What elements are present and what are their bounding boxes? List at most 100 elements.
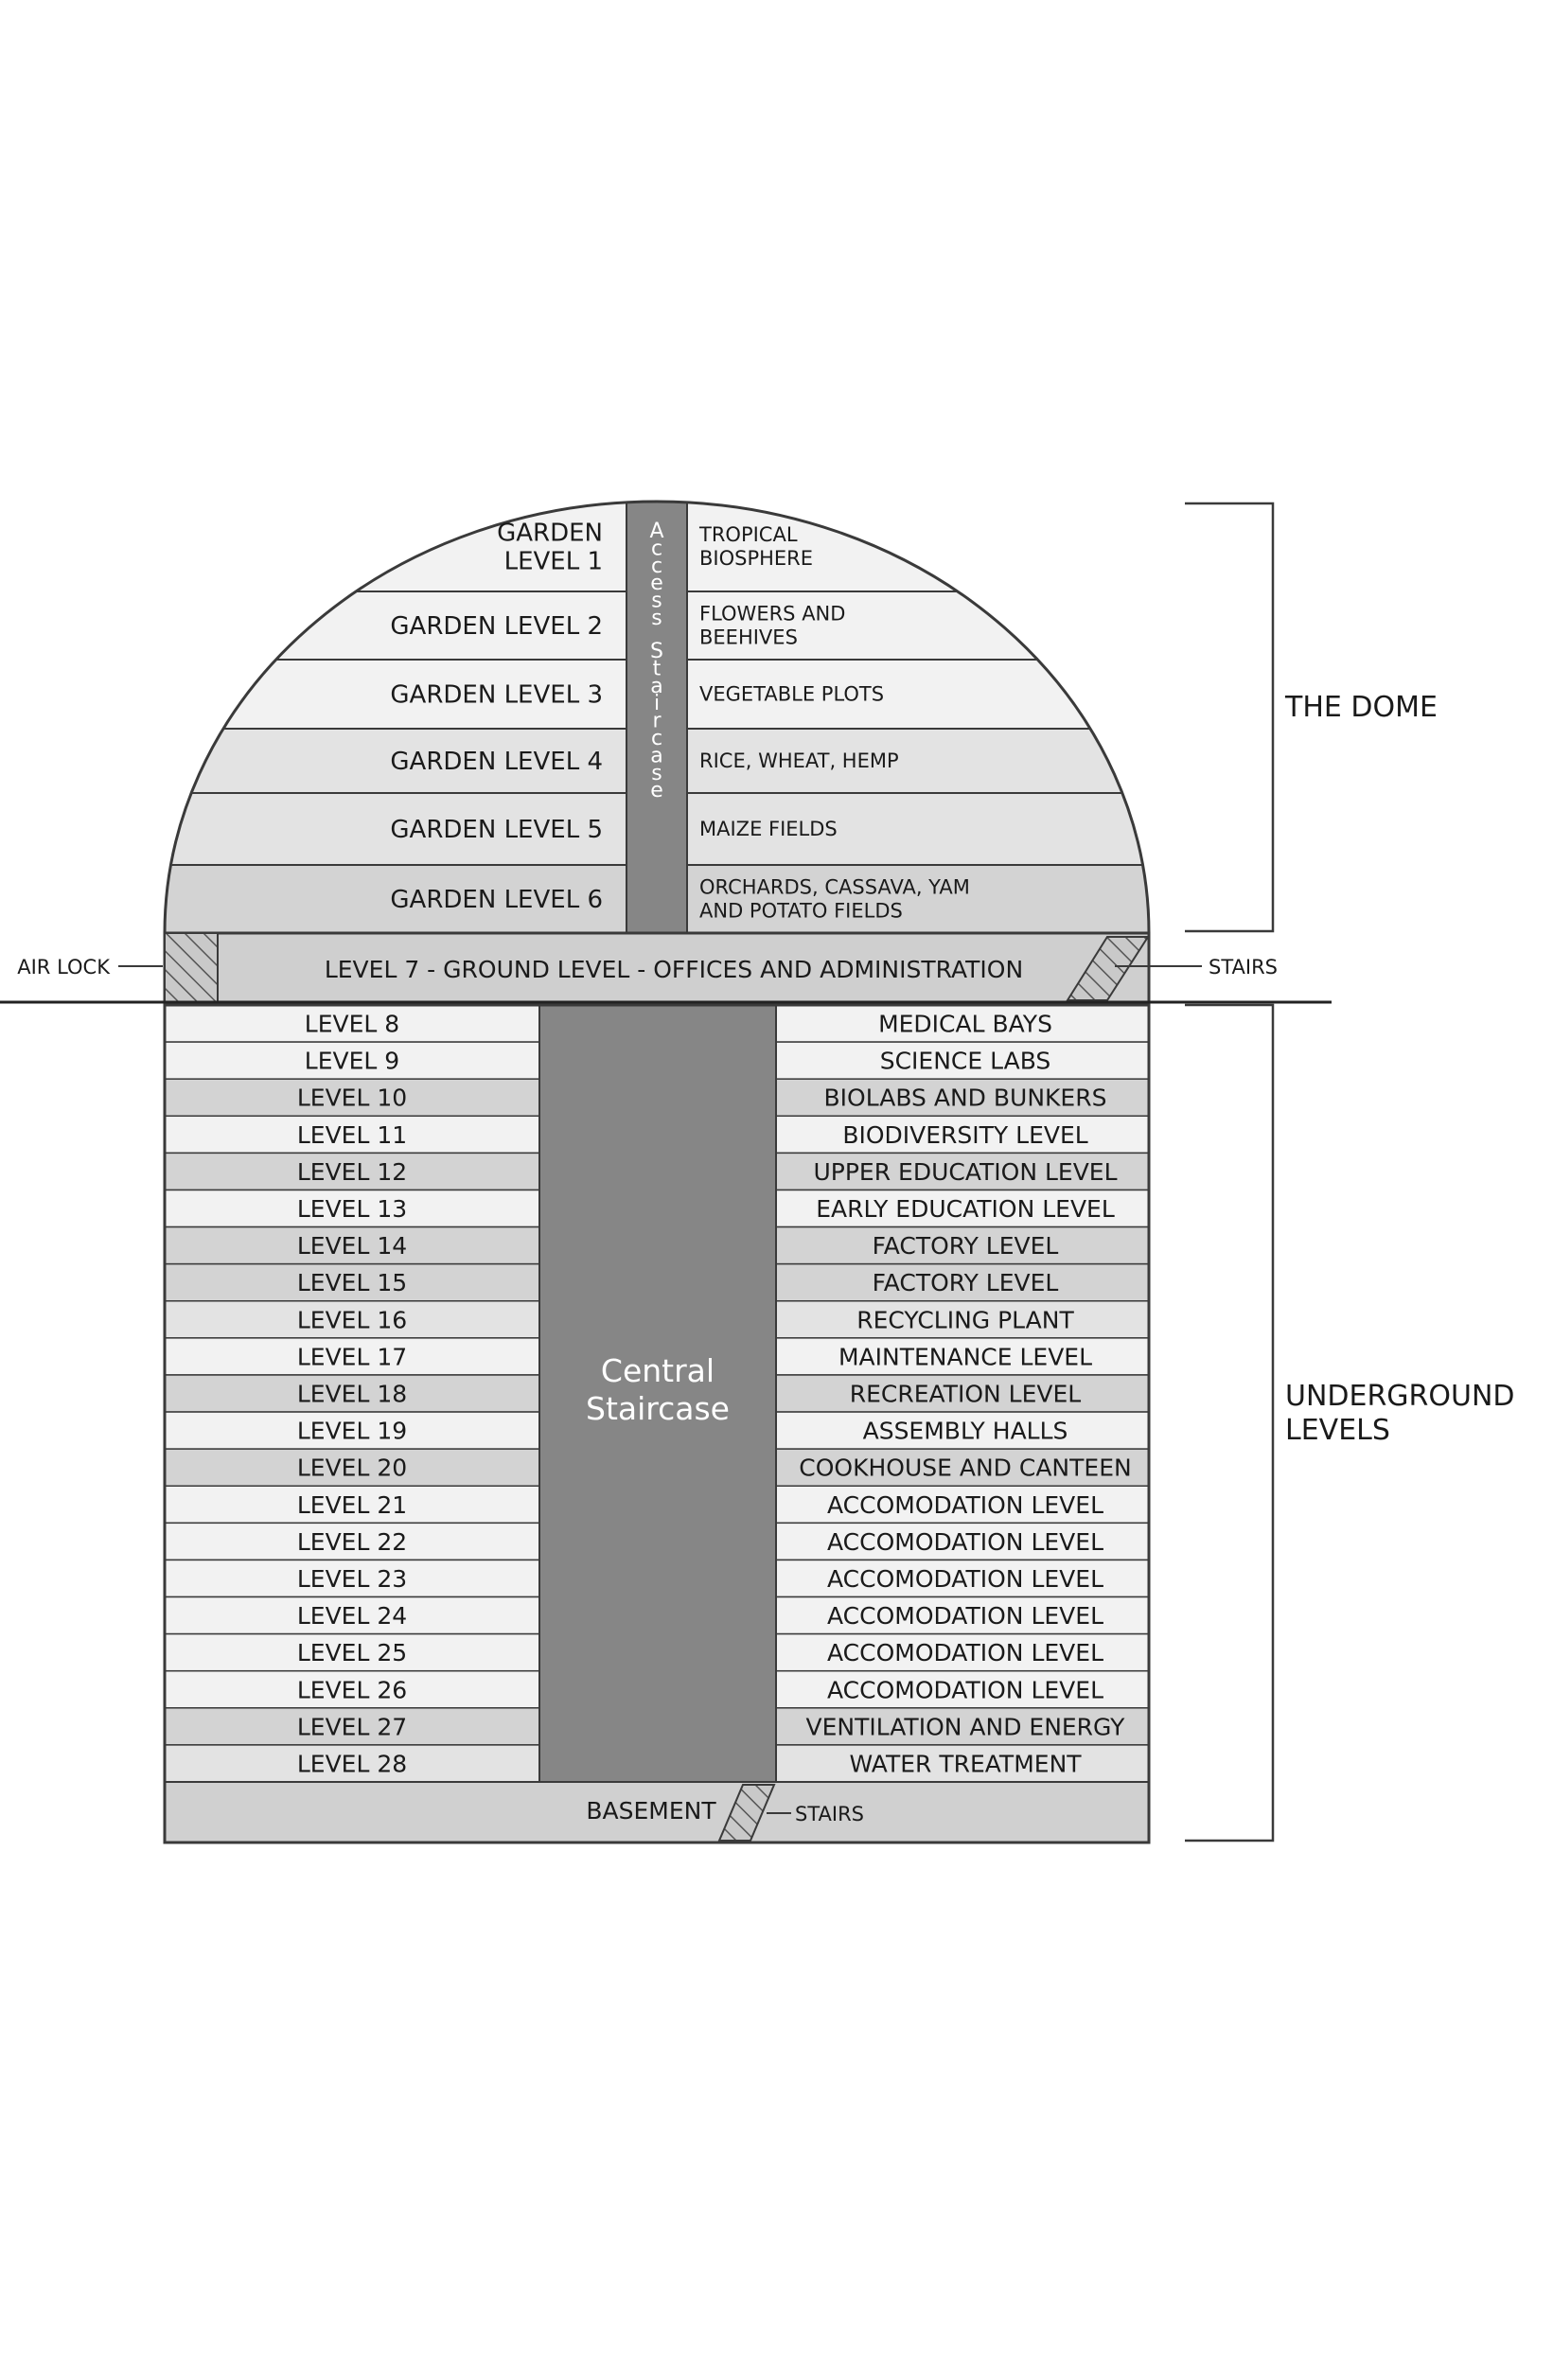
underground-level-left-cell — [164, 1189, 540, 1228]
underground-level-left-cell — [164, 1559, 540, 1598]
underground-level-left-cell — [164, 1448, 540, 1487]
underground-level-function: VENTILATION AND ENERGY — [806, 1713, 1126, 1740]
underground-level-right-cell — [775, 1411, 1150, 1450]
central-staircase-label: Staircase — [586, 1390, 730, 1427]
underground-level-number: LEVEL 22 — [297, 1528, 407, 1556]
underground-level-number: LEVEL 17 — [297, 1343, 407, 1370]
underground-level-function: ASSEMBLY HALLS — [863, 1418, 1068, 1445]
central-staircase-label: Central — [601, 1352, 715, 1389]
garden-level-name: GARDEN LEVEL 6 — [390, 886, 603, 914]
basement-stairs-label: STAIRS — [795, 1803, 864, 1825]
underground-level-right-cell — [775, 1632, 1150, 1672]
underground-level-number: LEVEL 18 — [297, 1381, 407, 1408]
garden-level-description: FLOWERS AND — [699, 603, 845, 626]
ground-stairs-hatch — [1066, 936, 1150, 1001]
garden-level-description: AND POTATO FIELDS — [699, 900, 903, 923]
underground-bracket — [1185, 1003, 1275, 1842]
underground-level-number: LEVEL 26 — [297, 1676, 407, 1703]
underground-level-number: LEVEL 15 — [297, 1269, 407, 1296]
underground-level-function: EARLY EDUCATION LEVEL — [816, 1195, 1115, 1223]
access-staircase-letter: s — [651, 590, 662, 613]
underground-level-right-cell — [775, 1115, 1150, 1155]
garden-level-description: BEEHIVES — [699, 626, 798, 649]
access-staircase-letter: e — [650, 779, 663, 802]
basement-label: BASEMENT — [586, 1797, 716, 1825]
underground-level-function: UPPER EDUCATION LEVEL — [813, 1158, 1117, 1186]
basement-stairs-hatch — [717, 1784, 776, 1842]
dome-bracket — [1185, 502, 1275, 933]
garden-level-name: GARDEN LEVEL 4 — [390, 748, 603, 776]
dome-bracket-label: THE DOME — [1284, 691, 1438, 724]
access-staircase-letter: c — [651, 727, 662, 750]
underground-level-left-cell — [164, 1337, 540, 1376]
underground-level-function: RECREATION LEVEL — [850, 1381, 1082, 1408]
access-staircase-letter: t — [653, 657, 662, 680]
underground-bracket-label: UNDERGROUND — [1285, 1380, 1515, 1413]
garden-level-name: LEVEL 1 — [504, 548, 603, 576]
air-lock-hatch — [164, 932, 219, 1003]
underground-level-left-cell — [164, 1300, 540, 1339]
underground-level-number: LEVEL 25 — [297, 1639, 407, 1666]
underground-level-left-cell — [164, 1669, 540, 1709]
access-staircase-letter: a — [650, 675, 662, 698]
underground-level-right-cell — [775, 1744, 1150, 1783]
underground-level-function: ACCOMODATION LEVEL — [827, 1602, 1103, 1630]
underground-level-number: LEVEL 27 — [297, 1713, 407, 1740]
garden-level-description: VEGETABLE PLOTS — [699, 683, 884, 706]
access-staircase-letter: c — [651, 555, 662, 578]
underground-level-function: MAINTENANCE LEVEL — [838, 1343, 1092, 1370]
underground-level-number: LEVEL 24 — [297, 1602, 407, 1630]
ground-level-section: LEVEL 7 - GROUND LEVEL - OFFICES AND ADM… — [0, 931, 1332, 1004]
garden-level-description: MAIZE FIELDS — [699, 818, 838, 840]
garden-level-description: TROPICAL — [698, 523, 798, 546]
underground-level-function: FACTORY LEVEL — [873, 1232, 1059, 1260]
access-staircase — [626, 502, 688, 933]
underground-level-function: ACCOMODATION LEVEL — [827, 1639, 1103, 1666]
underground-level-number: LEVEL 21 — [297, 1491, 407, 1519]
underground-level-number: LEVEL 12 — [297, 1158, 407, 1186]
underground-level-function: BIOLABS AND BUNKERS — [824, 1084, 1107, 1112]
underground-level-function: FACTORY LEVEL — [873, 1269, 1059, 1296]
access-staircase-letter: s — [651, 762, 662, 785]
underground-level-function: SCIENCE LABS — [880, 1048, 1051, 1075]
underground-level-number: LEVEL 8 — [305, 1011, 399, 1038]
underground-bracket-label: LEVELS — [1285, 1414, 1390, 1447]
garden-level-name: GARDEN LEVEL 5 — [390, 816, 603, 844]
underground-level-number: LEVEL 11 — [297, 1121, 407, 1149]
access-staircase-letter: r — [652, 710, 662, 733]
access-staircase-letter: s — [651, 607, 662, 630]
underground-level-right-cell — [775, 1152, 1150, 1191]
underground-level-number: LEVEL 14 — [297, 1232, 407, 1260]
underground-level-function: COOKHOUSE AND CANTEEN — [799, 1454, 1131, 1482]
dome-outline — [163, 500, 1151, 934]
ground-level-label: LEVEL 7 - GROUND LEVEL - OFFICES AND ADM… — [325, 956, 1023, 983]
underground-level-number: LEVEL 23 — [297, 1565, 407, 1593]
garden-level-name: GARDEN LEVEL 2 — [390, 612, 603, 641]
access-staircase-letter: a — [650, 744, 662, 767]
basement-band — [164, 1781, 1150, 1843]
underground-level-function: RECYCLING PLANT — [856, 1306, 1074, 1333]
underground-level-left-cell — [164, 1707, 540, 1746]
underground-level-function: ACCOMODATION LEVEL — [827, 1565, 1103, 1593]
underground-level-right-cell — [775, 1522, 1150, 1561]
underground-level-function: ACCOMODATION LEVEL — [827, 1491, 1103, 1519]
ground-stairs-label: STAIRS — [1209, 956, 1278, 978]
underground-level-number: LEVEL 20 — [297, 1454, 407, 1482]
underground-outline — [163, 1003, 1151, 1844]
underground-level-function: ACCOMODATION LEVEL — [827, 1676, 1103, 1703]
access-staircase-letter: e — [650, 572, 663, 595]
underground-level-function: MEDICAL BAYS — [878, 1011, 1052, 1038]
access-staircase-letter: A — [649, 520, 663, 543]
underground-level-right-cell — [775, 1262, 1150, 1302]
underground-level-number: LEVEL 10 — [297, 1084, 407, 1112]
underground-level-number: LEVEL 9 — [305, 1048, 399, 1075]
underground-level-right-cell — [775, 1485, 1150, 1525]
underground-level-function: ACCOMODATION LEVEL — [827, 1528, 1103, 1556]
underground-level-number: LEVEL 13 — [297, 1195, 407, 1223]
garden-level-name: GARDEN LEVEL 3 — [390, 681, 603, 710]
central-staircase — [538, 1004, 777, 1783]
underground-level-left-cell — [164, 1485, 540, 1525]
